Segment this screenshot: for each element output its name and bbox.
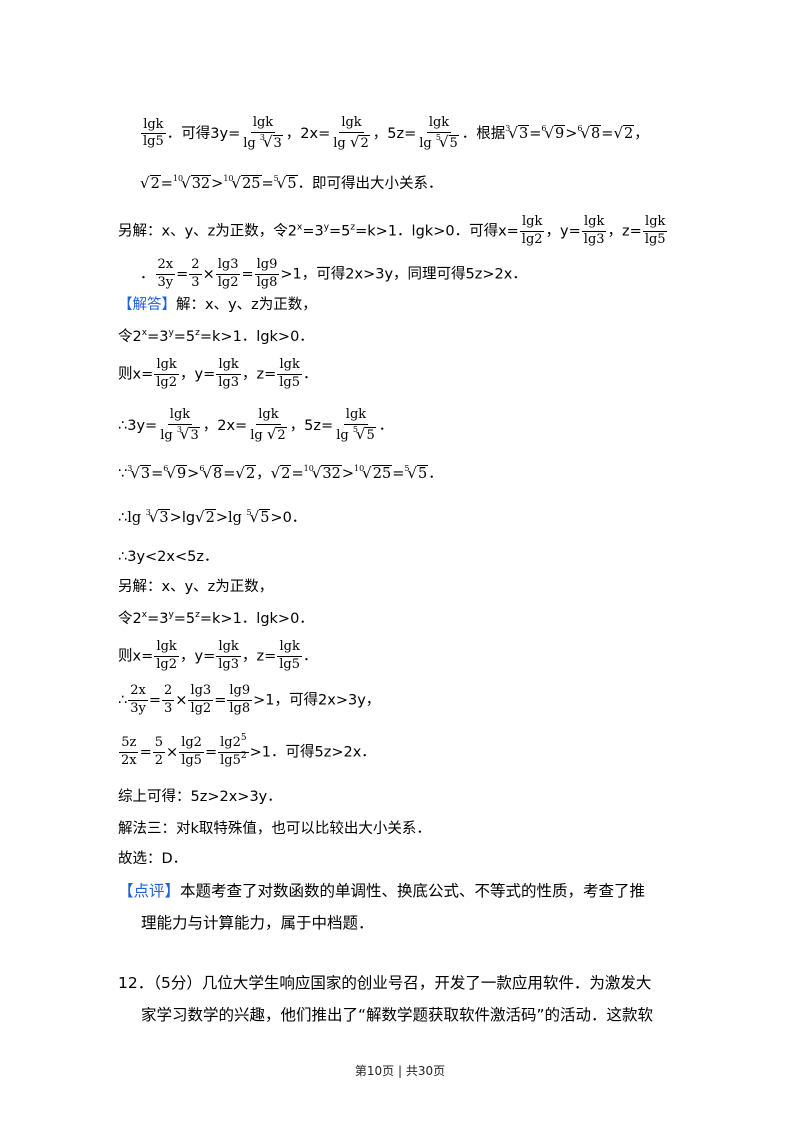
line-10: ∴lg 3√3>lg√2>lg 5√5>0．: [118, 508, 307, 526]
page-footer: 第10页 | 共30页: [354, 1064, 446, 1078]
line-20: 【点评】本题考查了对数函数的单调性、换底公式、不等式的性质，考查了推: [118, 882, 646, 900]
line-18: 解法三：对k取特殊值，也可以比较出大小关系．: [118, 821, 431, 837]
line-19: 故选：D．: [118, 851, 188, 867]
line-2: √2=10√32>10√25=5√5．即可得出大小关系．: [140, 174, 443, 192]
line-17: 综上可得：5z>2x>3y．: [118, 789, 282, 805]
line-11: ∴3y<2x<5z．: [118, 549, 219, 565]
line-9: ∵3√3=6√9>6√8=√2，√2=10√32>10√25=5√5．: [118, 464, 443, 482]
line-23: 家学习数学的兴趣，他们推出了“解数学题获取软件激活码”的活动．这款软: [141, 1006, 654, 1024]
line-12: 另解：x、y、z为正数，: [118, 579, 274, 595]
review-tag: 【点评】: [118, 882, 181, 900]
line-22: 12．（5分）几位大学生响应国家的创业号召，开发了一款应用软件．为激发大: [118, 974, 652, 992]
line-21: 理能力与计算能力，属于中档题．: [141, 914, 374, 932]
line-6: 令2x=3y=5z=k>1．lgk>0．: [118, 328, 314, 345]
answer-tag: 【解答】: [118, 297, 176, 313]
line-13: 令2x=3y=5z=k>1．lgk>0．: [118, 610, 314, 627]
line-5: 【解答】解：x、y、z为正数，: [118, 297, 317, 313]
